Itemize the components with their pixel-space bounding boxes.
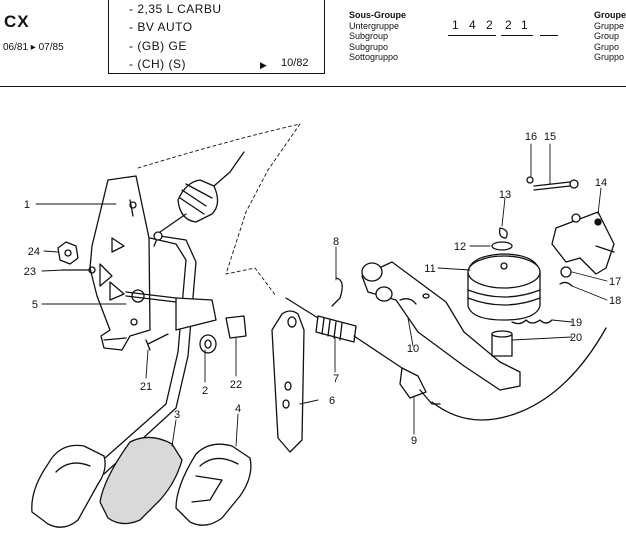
part-nut-bolt — [57, 241, 96, 274]
subgroup-label: Subgrupo — [349, 41, 389, 52]
callout-18: 18 — [609, 295, 621, 307]
code-underline — [448, 35, 496, 36]
group-label: Gruppe — [594, 20, 625, 31]
spec-line-gearbox: - BV AUTO — [129, 20, 193, 34]
callout-10: 10 — [407, 343, 419, 355]
part-cable-adjuster — [285, 297, 403, 369]
callout-17: 17 — [609, 276, 621, 288]
spec-box: - 2,35 L CARBU - BV AUTO - (GB) GE - (CH… — [108, 0, 325, 74]
play-arrow-icon: ▶ — [260, 60, 267, 70]
callout-12: 12 — [454, 241, 466, 253]
callout-5: 5 — [32, 299, 38, 311]
code-underline — [540, 35, 558, 36]
part-throttle-bracket — [361, 261, 521, 391]
callout-7: 7 — [333, 373, 339, 385]
part-small-nut — [560, 266, 572, 278]
part-pivot-shaft — [125, 289, 177, 303]
callout-22: 22 — [230, 379, 242, 391]
code-digit: 1 — [521, 18, 528, 32]
spec-line-engine: - 2,35 L CARBU — [129, 2, 222, 16]
callout-24: 24 — [28, 246, 40, 258]
group-label: Gruppo — [594, 52, 625, 63]
subgroup-label: Untergruppe — [349, 20, 400, 31]
part-bush — [175, 297, 217, 354]
part-dashpot — [467, 253, 541, 321]
code-digit: 4 — [469, 18, 476, 32]
page-reference: 10/82 — [281, 57, 309, 69]
callout-numbers: 1 2 3 4 5 6 7 8 9 10 11 12 13 14 15 16 1… — [24, 131, 622, 447]
bulkhead-outline — [137, 123, 301, 297]
part-pedal-pad — [99, 436, 183, 525]
callout-9: 9 — [411, 435, 417, 447]
subgroup-labels: Sous-Groupe Untergruppe Subgroup Subgrup… — [349, 10, 406, 63]
part-pivot-bolt — [491, 330, 513, 357]
callout-13: 13 — [499, 189, 511, 201]
part-washer — [491, 241, 513, 251]
subgroup-label: Sottogruppo — [349, 52, 399, 63]
subgroup-label: Sous-Groupe — [349, 10, 407, 20]
subgroup-label: Subgroup — [349, 31, 389, 42]
part-lower-bracket — [399, 327, 607, 421]
callout-20: 20 — [570, 332, 582, 344]
part-linkage-pin — [526, 176, 579, 191]
code-digit: 1 — [452, 18, 459, 32]
group-label: Groupe — [594, 10, 626, 20]
spec-line-market-gb: - (GB) GE — [129, 39, 187, 53]
model-code: CX — [4, 12, 30, 31]
part-spring — [511, 319, 553, 325]
callout-2: 2 — [202, 385, 208, 397]
callout-16: 16 — [525, 131, 537, 143]
group-label: Grupo — [594, 41, 620, 52]
callout-3: 3 — [174, 409, 180, 421]
callout-leaders — [35, 143, 608, 447]
part-kickdown-cable — [153, 151, 245, 247]
part-pin — [145, 333, 169, 351]
callout-1: 1 — [24, 199, 30, 211]
callout-14: 14 — [595, 177, 607, 189]
part-spring-clip — [559, 281, 573, 287]
part-pedal-bracket — [89, 175, 151, 351]
callout-6: 6 — [329, 395, 335, 407]
callout-23: 23 — [24, 266, 36, 278]
part-support-bracket — [271, 310, 305, 453]
header-divider — [0, 86, 626, 87]
code-digit: 2 — [486, 18, 493, 32]
callout-19: 19 — [570, 317, 582, 329]
callout-21: 21 — [140, 381, 152, 393]
part-cable-clip — [331, 277, 343, 307]
code-digit: 2 — [505, 18, 512, 32]
group-labels: Groupe Gruppe Group Grupo Gruppo — [594, 10, 626, 63]
part-circlip — [498, 227, 508, 239]
callout-8: 8 — [333, 236, 339, 248]
group-label: Group — [594, 31, 620, 42]
spec-line-market-ch: - (CH) (S) — [129, 57, 186, 71]
callout-4: 4 — [235, 403, 241, 415]
code-underline — [501, 35, 533, 36]
part-pedal-rubber — [175, 443, 252, 526]
part-quadrant-lever — [551, 211, 615, 275]
part-clip — [225, 315, 247, 339]
callout-11: 11 — [424, 263, 435, 275]
date-range: 06/81 ▸ 07/85 — [3, 42, 64, 53]
callout-15: 15 — [544, 131, 556, 143]
